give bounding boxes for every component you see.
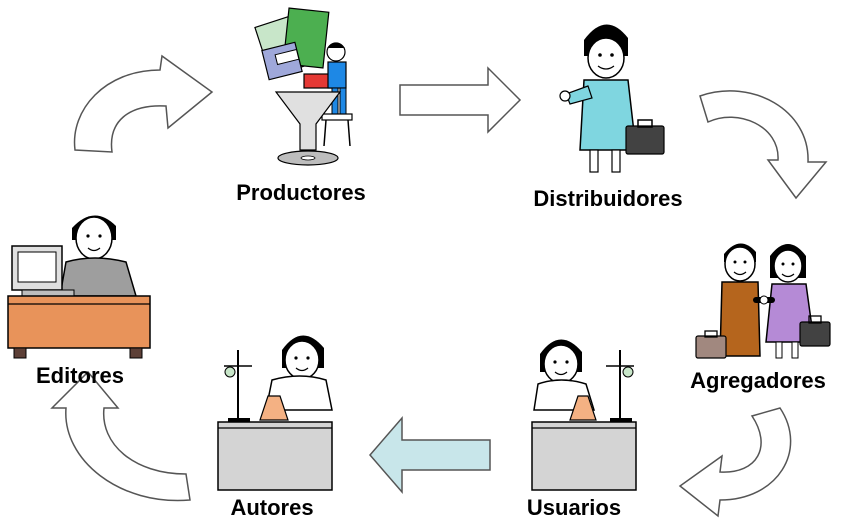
curved-arrow-editores-productores — [73, 54, 214, 153]
node-label-productores: Productores — [236, 180, 366, 205]
curved-arrow-distribuidores-agregadores — [699, 90, 828, 200]
autores-illustration — [217, 335, 333, 491]
distribuidores-illustration — [559, 24, 665, 173]
curved-arrow-agregadores-usuarios — [678, 407, 792, 518]
usuarios-illustration — [531, 339, 637, 491]
editores-illustration — [7, 215, 151, 359]
straight-arrow-productores-distribuidores — [399, 66, 522, 134]
straight-arrow-usuarios-autores — [369, 415, 491, 495]
productores-illustration — [254, 7, 353, 166]
curved-arrow-autores-editores — [50, 370, 191, 502]
agregadores-illustration — [695, 243, 831, 359]
node-label-editores: Editores — [36, 363, 124, 388]
node-label-usuarios: Usuarios — [527, 495, 621, 520]
node-label-autores: Autores — [230, 495, 313, 520]
node-label-distribuidores: Distribuidores — [533, 186, 682, 211]
node-label-agregadores: Agregadores — [690, 368, 826, 393]
